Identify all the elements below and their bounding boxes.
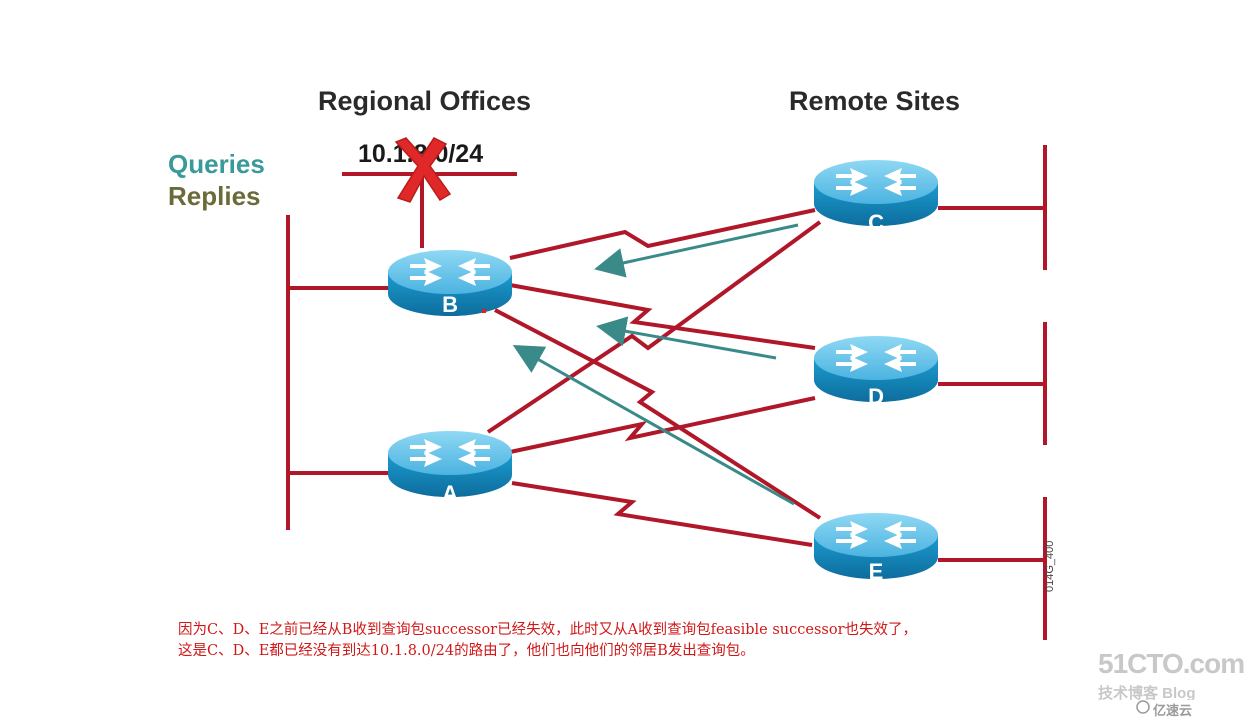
router-e-label: E [869,559,884,584]
figure-id: 014G_400 [1044,540,1056,592]
link-a-c [486,220,822,434]
router-b-label: B [442,292,458,317]
query-arrows [512,223,799,506]
note-line-2: 这是C、D、E都已经没有到达10.1.8.0/24的路由了，他们也向他们的邻居B… [178,643,755,659]
watermark-sub: 技术博客 Blog [1098,685,1196,702]
legend-replies: Replies [168,181,261,211]
router-a-label: A [442,481,458,506]
cursor-dot [482,309,486,313]
wan-links [486,208,822,547]
router-c: C [814,160,938,235]
watermark-brand: 51CTO.com [1098,648,1244,679]
link-b-d [509,283,816,350]
query-arrow-d-to-b [596,316,777,360]
explanation-note: 因为C、D、E之前已经从B收到查询包successor已经失效，此时又从A收到查… [178,620,917,662]
link-b-e [494,308,822,520]
legend-queries: Queries [168,149,265,179]
router-d-label: D [868,384,884,409]
cloud-logo-icon [1136,700,1150,714]
note-line-1: 因为C、D、E之前已经从B收到查询包successor已经失效，此时又从A收到查… [178,622,918,638]
router-a: A [388,431,512,506]
regional-offices-heading: Regional Offices [318,86,532,116]
left-lan-segment [286,215,390,530]
right-lan-segments [938,145,1047,640]
watermark-logo-text: 亿速云 [1150,700,1196,719]
router-c-label: C [868,210,884,235]
remote-sites-heading: Remote Sites [789,86,961,116]
query-arrow-e-to-b [512,345,795,506]
router-b: B [388,250,512,317]
router-d: D [814,336,938,409]
link-b-c [509,208,816,260]
link-a-d [509,396,816,454]
link-a-e [511,481,813,547]
failed-x-icon [394,137,452,203]
query-arrow-c-to-b [594,223,799,278]
router-e: E [814,513,938,584]
